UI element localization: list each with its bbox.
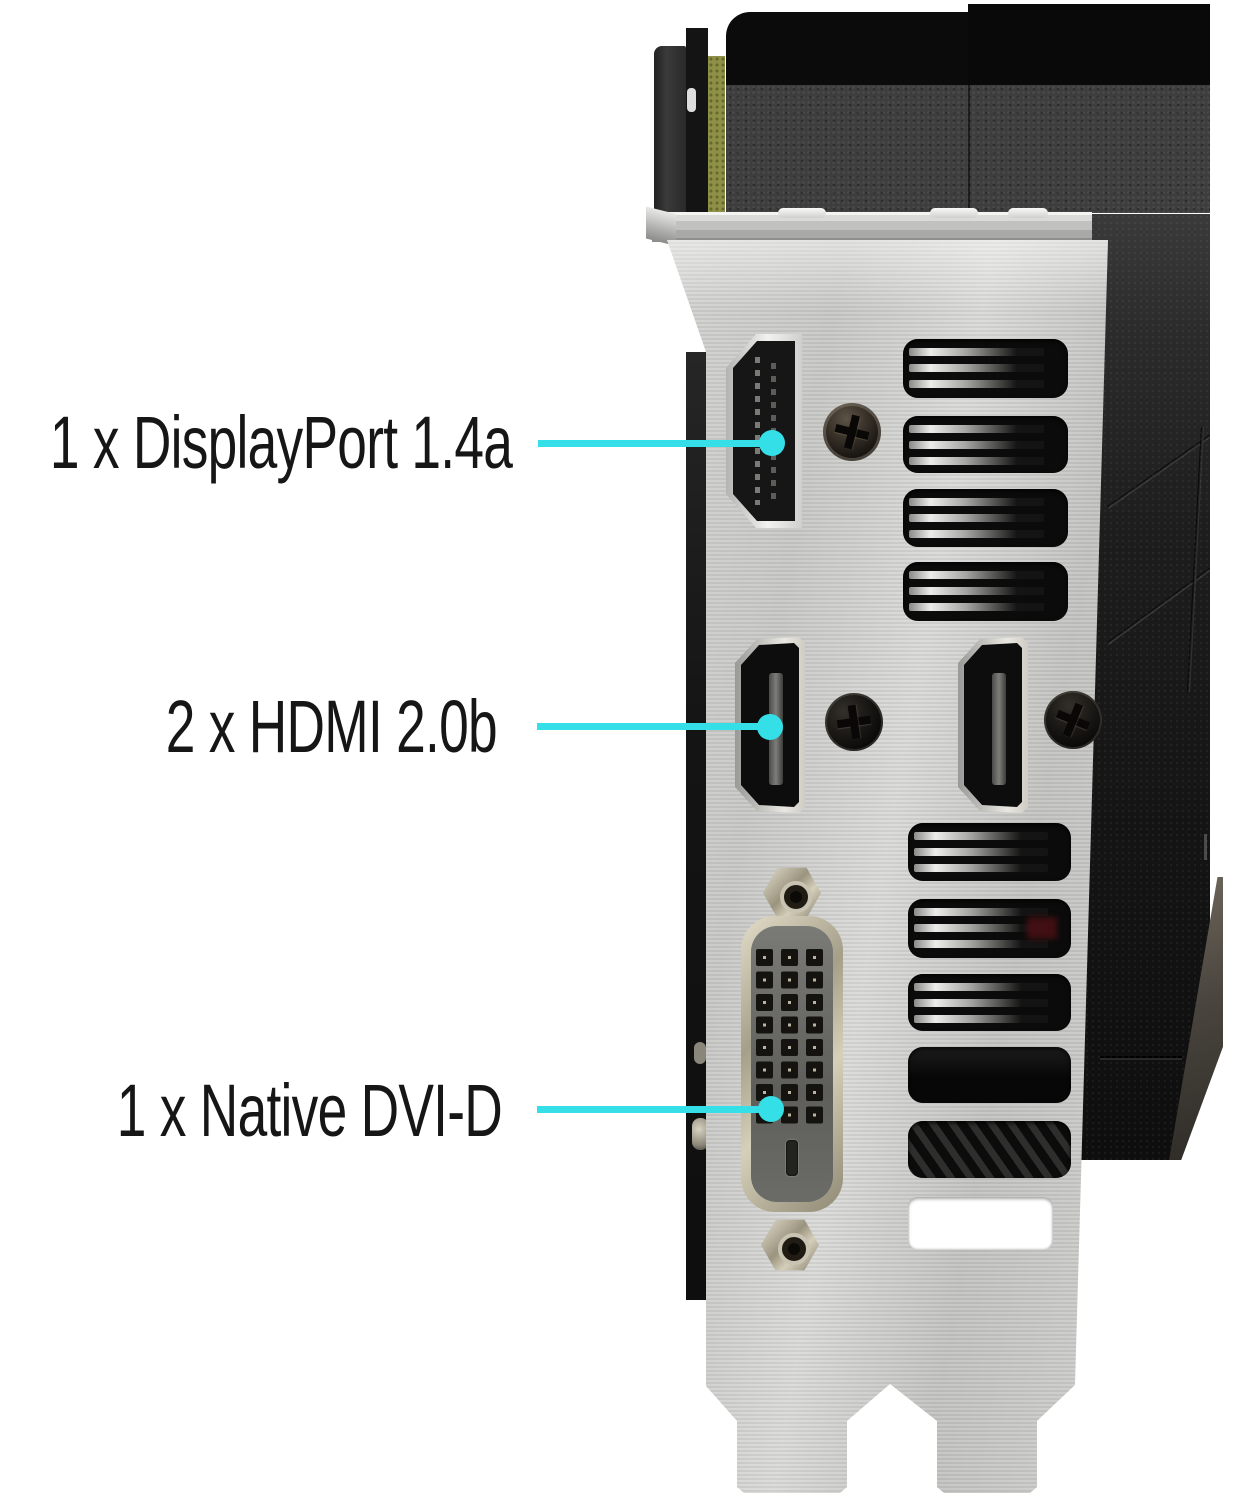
- solder-glint: [692, 1118, 709, 1150]
- callout-dot-hdmi: [757, 714, 783, 740]
- card-edge-gap: [686, 28, 708, 218]
- dvi-jackscrew-top: [763, 867, 821, 919]
- callout-line-hdmi: [537, 723, 771, 730]
- annotation-label-displayport: 1 x DisplayPort 1.4a: [49, 401, 513, 484]
- bracket-mounting-flange: [652, 208, 1092, 242]
- solder-glint: [694, 1042, 706, 1064]
- shroud-groove: [1107, 428, 1210, 509]
- metal-contact-glint: [687, 88, 696, 112]
- vent-slot: [903, 562, 1068, 621]
- vent-slot: [908, 823, 1071, 881]
- flange-crimp: [778, 208, 826, 218]
- bracket-cutout: [908, 1197, 1053, 1250]
- pcb-edge: [708, 56, 725, 218]
- shroud-top-right: [968, 4, 1210, 86]
- flange-crimp: [930, 208, 978, 218]
- displayport-port: [726, 334, 802, 528]
- shroud-top-gray-band: [726, 85, 1210, 213]
- vent-slot: [908, 899, 1071, 958]
- vent-slot: [908, 1121, 1071, 1178]
- card-side-plate: [654, 46, 686, 216]
- displayport-cavity: [733, 341, 795, 521]
- annotation-label-hdmi: 2 x HDMI 2.0b: [165, 685, 498, 768]
- callout-dot-dvi: [758, 1096, 784, 1122]
- shroud-parting-line: [1100, 1056, 1182, 1058]
- flange-crimp: [1008, 208, 1048, 218]
- shroud-top-left: [726, 12, 968, 86]
- annotation-label-dvi: 1 x Native DVI-D: [116, 1069, 503, 1152]
- shroud-notch: [1204, 834, 1207, 860]
- dvi-blade-slot: [786, 1140, 798, 1176]
- shroud-groove: [1107, 559, 1210, 645]
- vent-slot: [903, 339, 1068, 398]
- callout-line-displayport: [538, 440, 773, 447]
- vent-slot: [903, 489, 1068, 547]
- shroud-seam: [968, 85, 970, 213]
- hdmi-port-2: [958, 637, 1028, 813]
- vent-slot: [908, 974, 1071, 1031]
- callout-dot-displayport: [759, 430, 785, 456]
- callout-line-dvi: [537, 1106, 772, 1113]
- shroud-facet-edge: [1187, 426, 1204, 692]
- vent-slot: [908, 1047, 1071, 1103]
- vent-slot: [903, 416, 1068, 473]
- bracket-folded-edge: [686, 352, 706, 1300]
